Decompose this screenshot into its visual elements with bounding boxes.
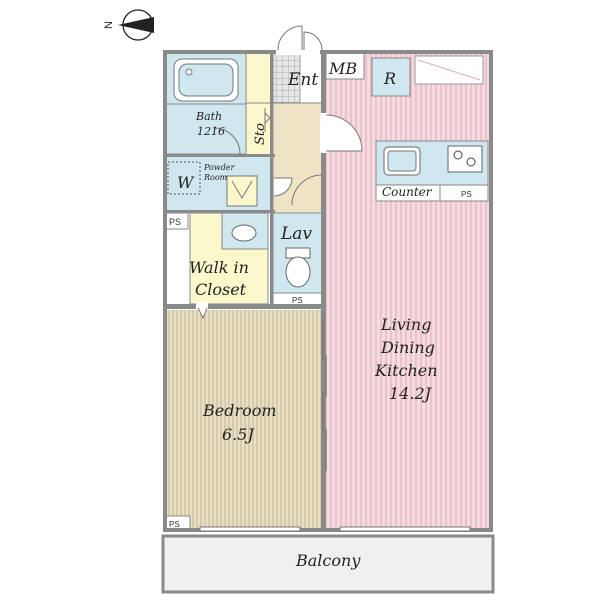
bedroom-label: Bedroom	[202, 401, 277, 420]
north-label: N	[103, 21, 115, 29]
bath-drain-icon	[185, 68, 193, 76]
ps-box-kitchen	[439, 184, 489, 202]
powder-shelf-mark	[231, 180, 253, 199]
storage-label: Sto	[253, 123, 268, 145]
washer-space	[167, 161, 201, 195]
ldk-label-1: Living	[380, 315, 431, 334]
sliding-doors	[322, 318, 327, 471]
stove	[447, 145, 483, 173]
entrance-label: Ent	[287, 70, 318, 90]
powder-room-label-2: Room	[203, 173, 228, 182]
balcony-label: Balcony	[295, 551, 361, 570]
walk-in-closet-label-2: Closet	[195, 280, 247, 299]
bedroom-size-label: 6.5J	[222, 425, 255, 444]
burner-icon	[453, 150, 463, 160]
ps-label-kitchen: PS	[461, 190, 472, 199]
ldk-label-2: Dining	[380, 338, 435, 357]
walk-in-closet-label-1: Walk in	[189, 258, 249, 277]
windows	[199, 526, 471, 532]
kitchen-sink-basin	[387, 150, 417, 172]
bathtub-basin	[178, 63, 234, 97]
ps-label-closet: PS	[169, 217, 181, 227]
kitchen-shelf-mark	[417, 59, 481, 81]
ps-label-lav: PS	[292, 296, 303, 305]
washer-label: W	[177, 173, 195, 192]
toilet-bowl	[285, 256, 311, 288]
powder-room-label-1: Powder	[203, 163, 236, 172]
meter-box-label: MB	[328, 59, 357, 78]
storage-upper	[245, 52, 274, 104]
ldk-size-label: 14.2J	[389, 384, 433, 403]
ps-label-bedroom: PS	[169, 520, 180, 529]
counter-label: Counter	[382, 185, 433, 199]
sink-basin	[231, 224, 257, 242]
meter-box	[325, 52, 365, 80]
bath-label: Bath	[195, 110, 222, 123]
powder-shelf	[226, 175, 258, 207]
refrigerator-space	[371, 57, 411, 97]
refrigerator-label: R	[383, 69, 396, 88]
bedroom-floor	[166, 310, 321, 530]
compass: N	[103, 9, 154, 41]
burner-icon	[466, 157, 476, 167]
walls	[163, 50, 493, 532]
doors	[196, 25, 363, 320]
lavatory-label: Lav	[280, 224, 312, 244]
balcony	[161, 534, 495, 594]
hallway	[272, 102, 324, 214]
compass-arrow-icon	[118, 17, 154, 33]
ldk-label-3: Kitchen	[374, 361, 438, 380]
bath-size-label: 1216	[197, 125, 225, 138]
